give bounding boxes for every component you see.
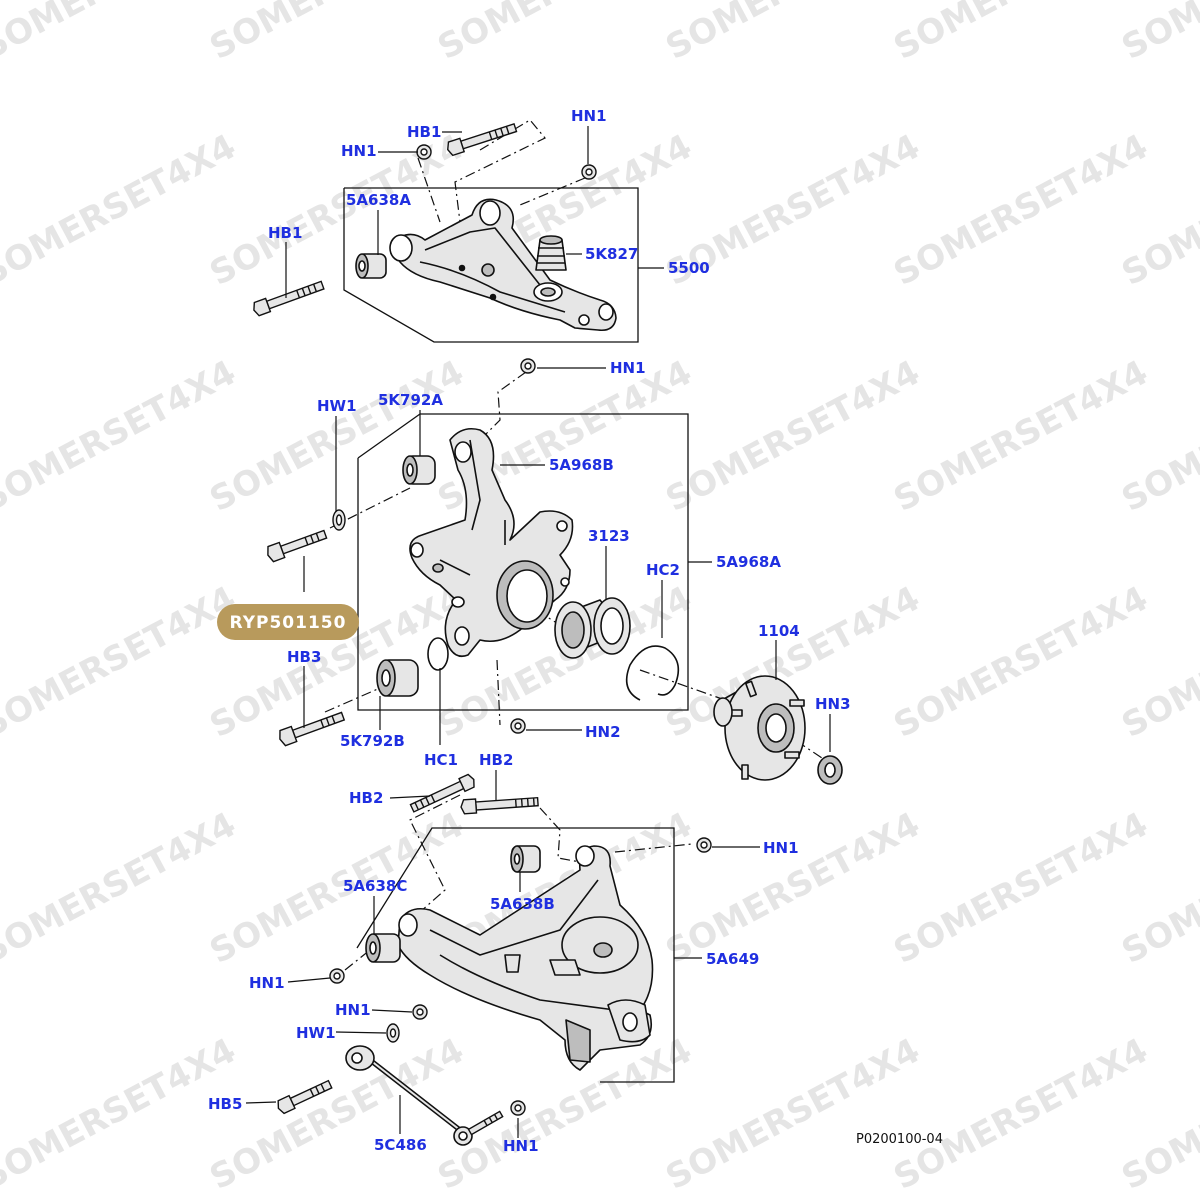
lower-control-arm <box>345 845 654 1146</box>
callout-hb2: HB2 <box>349 789 383 807</box>
watermark-text: SOMERSET4X4 <box>887 353 1154 520</box>
callout-hn1: HN1 <box>503 1137 539 1155</box>
callout-5a968a: 5A968A <box>716 553 781 571</box>
callout-hb1: HB1 <box>407 123 441 141</box>
part-number-pill[interactable] <box>217 604 359 640</box>
callout-5a649: 5A649 <box>706 950 759 968</box>
nut-hn1-f <box>412 1004 428 1020</box>
callout-hb3: HB3 <box>287 648 321 666</box>
callout-hb2: HB2 <box>479 751 513 769</box>
bolt-hb1-top <box>447 123 518 157</box>
bushing-5a638c <box>365 933 401 963</box>
circlip-hc1 <box>427 637 449 671</box>
frame-lower-arm <box>356 827 675 1083</box>
watermark-text: SOMERSET4X4 <box>659 353 926 520</box>
wheel-hub-1104 <box>713 675 806 781</box>
callout-hn1: HN1 <box>335 1001 371 1019</box>
callout-labels: HN1 HB1 HN1 5A638A HB1 5K827 5500 HN1 HW… <box>208 107 851 1155</box>
nut-hn1-b <box>581 164 597 180</box>
watermark-text: SOMERSET4X4 <box>659 805 926 972</box>
toe-link-5c486 <box>345 1045 473 1146</box>
nut-hn1-a <box>416 144 432 160</box>
bolt-hb2-a <box>409 773 475 813</box>
knuckle-assembly <box>376 427 843 785</box>
callout-1104: 1104 <box>758 622 800 640</box>
circlip-hc2 <box>625 645 680 701</box>
watermark-text: SOMERSET4X4 <box>431 1031 698 1198</box>
callout-5500: 5500 <box>668 259 710 277</box>
bolt-ryp501150 <box>267 529 328 563</box>
callout-hw1: HW1 <box>317 397 357 415</box>
frame-upper-arm <box>343 187 639 343</box>
watermark-text: SOMERSET4X4 <box>203 353 470 520</box>
callout-hn1: HN1 <box>610 359 646 377</box>
callout-hw1: HW1 <box>296 1024 336 1042</box>
watermark-text: SOMERSET4X4 <box>203 0 470 68</box>
bolt-hb5 <box>277 1079 333 1115</box>
watermark-text: SOMERSET4X4 <box>659 1031 926 1198</box>
bushing-5a638a <box>355 253 387 279</box>
callout-hn3: HN3 <box>815 695 851 713</box>
nut-hn1-e <box>329 968 345 984</box>
callout-hb1: HB1 <box>268 224 302 242</box>
bushing-5a638b <box>510 845 541 873</box>
bushing-5k792b <box>376 659 419 697</box>
watermark-text: SOMERSET4X4 <box>0 579 242 746</box>
watermark-text: SOMERSET4X4 <box>887 127 1154 294</box>
watermark-text: SOMERSET4X4 <box>431 0 698 68</box>
lower-fasteners <box>277 773 712 1136</box>
washer-hw1-a <box>332 509 346 531</box>
watermark-text: SOMERSET4X4 <box>887 0 1154 68</box>
watermark-text: SOMERSET4X4 <box>1115 0 1200 68</box>
watermark-text: SOMERSET4X4 <box>887 579 1154 746</box>
callout-5a638b: 5A638B <box>490 895 555 913</box>
part-number-highlight[interactable]: RYP501150 <box>217 604 359 640</box>
callout-5a968b: 5A968B <box>549 456 614 474</box>
nut-hn1-c <box>520 358 536 374</box>
washer-hw1-b <box>386 1023 400 1043</box>
watermark-text: SOMERSET4X4 <box>0 1031 242 1198</box>
bolt-hb2-b <box>460 796 539 815</box>
callout-hn2: HN2 <box>585 723 621 741</box>
bushing-5k792a <box>402 455 436 485</box>
callout-hn1: HN1 <box>571 107 607 125</box>
watermark-text: SOMERSET4X4 <box>0 127 242 294</box>
nut-hn1-d <box>696 837 712 853</box>
upper-control-arm <box>355 198 617 332</box>
nut-hn1-g <box>510 1100 526 1116</box>
callout-hb5: HB5 <box>208 1095 242 1113</box>
part-number-text: RYP501150 <box>230 613 347 633</box>
callout-5a638a: 5A638A <box>346 191 411 209</box>
callout-5k827: 5K827 <box>585 245 638 263</box>
knuckle-fasteners <box>267 358 536 747</box>
watermark-text: SOMERSET4X4 <box>203 1031 470 1198</box>
callout-5k792a: 5K792A <box>378 391 443 409</box>
callout-hn1: HN1 <box>341 142 377 160</box>
wheel-bearing-3123 <box>554 597 631 659</box>
hub-nut-hn3 <box>817 755 843 785</box>
callout-hn1: HN1 <box>763 839 799 857</box>
callout-hc1: HC1 <box>424 751 458 769</box>
watermark-text: SOMERSET4X4 <box>887 1031 1154 1198</box>
watermark-text: SOMERSET4X4 <box>0 805 242 972</box>
drawing-reference: P0200100-04 <box>856 1132 943 1147</box>
upper-fasteners <box>253 123 597 317</box>
bolt-hb3 <box>279 711 346 747</box>
callout-3123: 3123 <box>588 527 630 545</box>
bolt-hb1-left <box>253 280 325 317</box>
watermark-text: SOMERSET4X4 <box>887 805 1154 972</box>
bump-stop-5k827 <box>535 235 567 271</box>
callout-5k792b: 5K792B <box>340 732 405 750</box>
callout-hc2: HC2 <box>646 561 680 579</box>
watermark-text: SOMERSET4X4 <box>0 353 242 520</box>
callout-5c486: 5C486 <box>374 1136 427 1154</box>
nut-hn2 <box>510 718 526 734</box>
callout-hn1: HN1 <box>249 974 285 992</box>
callout-5a638c: 5A638C <box>343 877 407 895</box>
watermark-text: SOMERSET4X4 <box>659 0 926 68</box>
bolt-toe-link-outer <box>467 1110 504 1136</box>
leader-lines <box>245 126 831 1138</box>
upper-arm-bush-hole <box>479 200 501 226</box>
